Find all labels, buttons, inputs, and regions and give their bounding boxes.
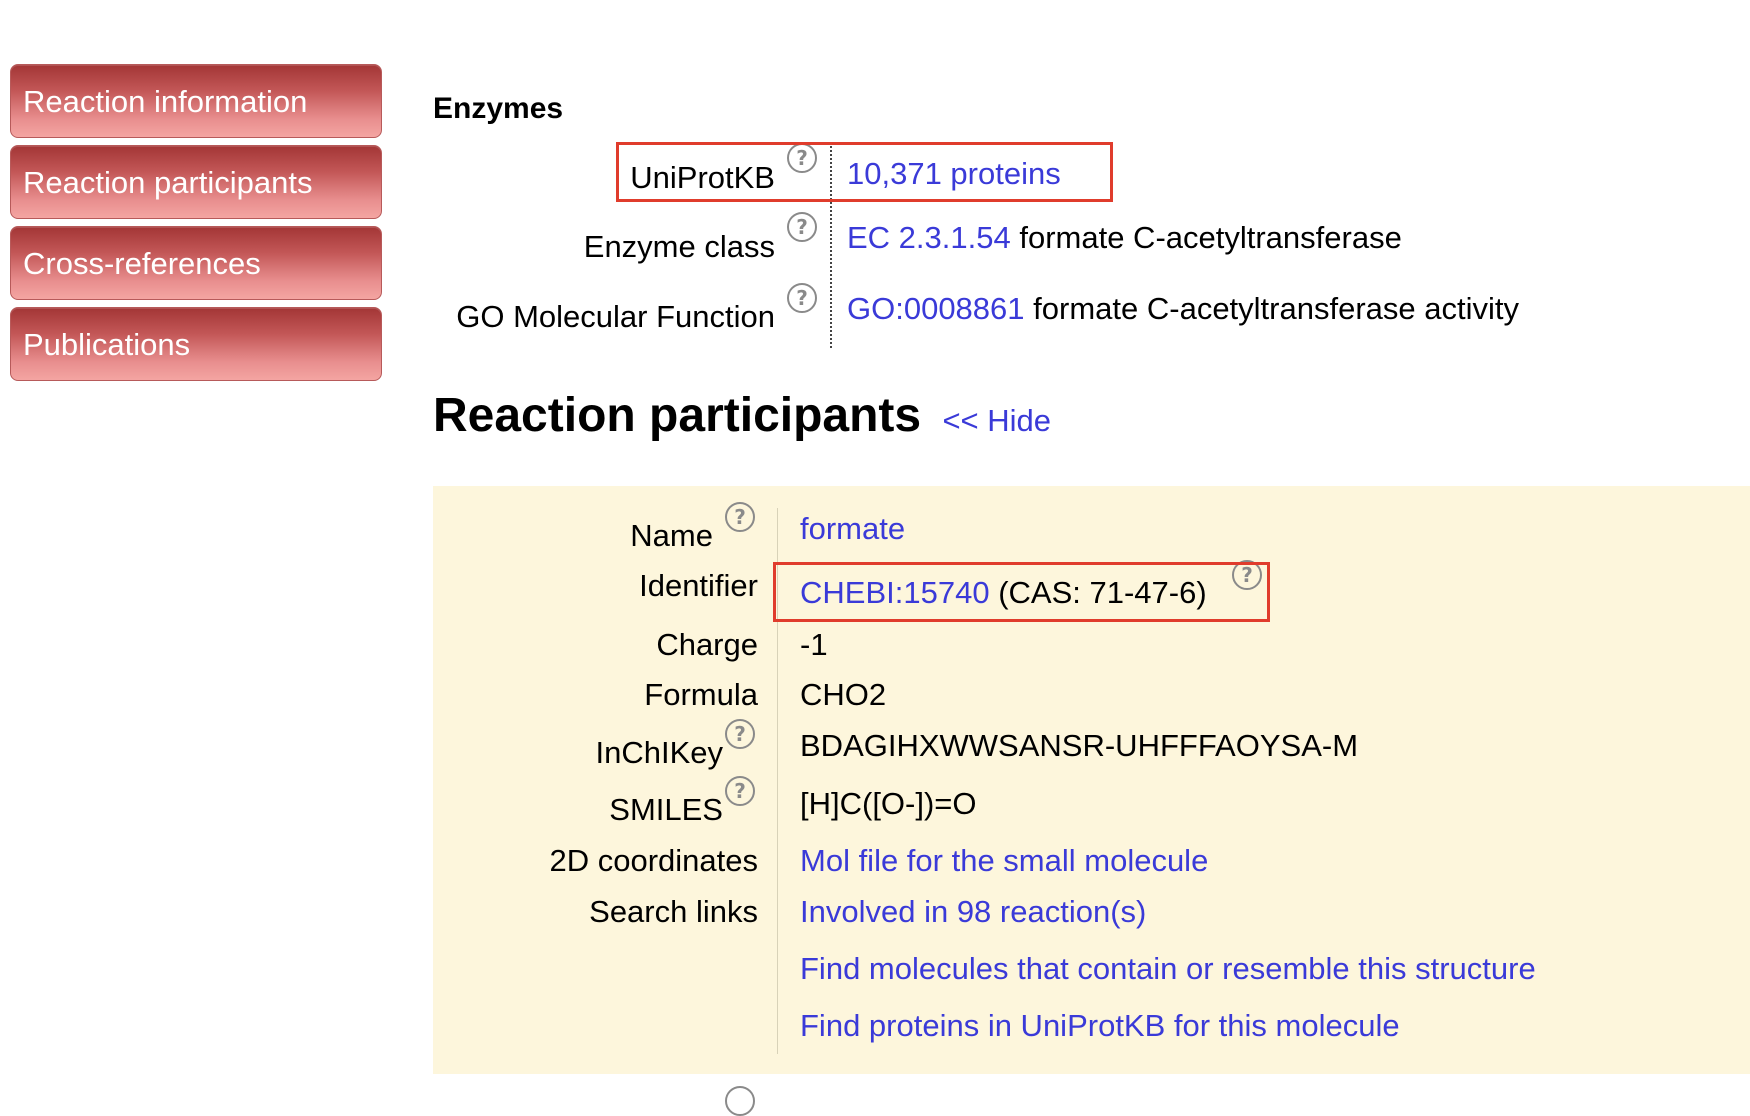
- coords-label: 2D coordinates: [549, 843, 758, 878]
- similar-structure-link[interactable]: Find molecules that contain or resemble …: [800, 951, 1536, 986]
- mol-file-link[interactable]: Mol file for the small molecule: [800, 843, 1209, 878]
- go-function-label: GO Molecular Function: [456, 299, 775, 334]
- smiles-help-icon[interactable]: ?: [725, 776, 755, 806]
- inchikey-label: InChIKey: [595, 735, 723, 770]
- search-link-structure: Find molecules that contain or resemble …: [800, 951, 1536, 987]
- coords-value: Mol file for the small molecule: [800, 843, 1208, 879]
- name-label: Name: [630, 518, 713, 553]
- identifier-highlight-box: [773, 562, 1270, 622]
- enzyme-class-help-icon[interactable]: ?: [787, 212, 817, 242]
- sidebar-item-cross-references[interactable]: Cross-references: [10, 226, 382, 300]
- smiles-label: SMILES: [609, 792, 723, 827]
- charge-label: Charge: [656, 627, 758, 662]
- sidebar-item-reaction-participants[interactable]: Reaction participants: [10, 145, 382, 219]
- sidebar: Reaction information Reaction participan…: [10, 64, 382, 388]
- name-value: formate: [800, 511, 905, 547]
- uniprot-molecule-link[interactable]: Find proteins in UniProtKB for this mole…: [800, 1008, 1400, 1043]
- cut-off-help-icon[interactable]: [725, 1086, 755, 1116]
- enzyme-class-name: formate C-acetyltransferase: [1019, 220, 1402, 255]
- enzyme-class-value: EC 2.3.1.54 formate C-acetyltransferase: [847, 220, 1402, 256]
- identifier-label: Identifier: [639, 568, 758, 603]
- identifier-value: CHEBI:15740 (CAS: 71-47-6): [800, 575, 1207, 611]
- formula-label: Formula: [644, 677, 758, 712]
- enzyme-class-label: Enzyme class: [583, 229, 775, 264]
- enzymes-divider: [830, 142, 832, 348]
- cas-number: (CAS: 71-47-6): [998, 575, 1207, 610]
- enzymes-heading: Enzymes: [433, 92, 564, 125]
- go-function-help-icon[interactable]: ?: [787, 283, 817, 313]
- name-help-icon[interactable]: ?: [725, 502, 755, 532]
- search-links-label: Search links: [589, 894, 758, 929]
- hide-link[interactable]: << Hide: [942, 403, 1052, 438]
- identifier-help-icon[interactable]: ?: [1232, 560, 1262, 590]
- search-link-uniprot: Find proteins in UniProtKB for this mole…: [800, 1008, 1400, 1044]
- smiles-value: [H]C([O-])=O: [800, 786, 977, 821]
- charge-value: -1: [800, 627, 828, 662]
- search-link-reactions: Involved in 98 reaction(s): [800, 894, 1146, 930]
- uniprotkb-label: UniProtKB: [630, 160, 775, 195]
- go-term-name: formate C-acetyltransferase activity: [1033, 291, 1519, 326]
- sidebar-item-reaction-information[interactable]: Reaction information: [10, 64, 382, 138]
- reaction-participants-heading: Reaction participants << Hide: [433, 388, 1051, 443]
- formate-link[interactable]: formate: [800, 511, 906, 546]
- go-term-link[interactable]: GO:0008861: [847, 291, 1025, 326]
- formula-value: CHO2: [800, 677, 887, 712]
- chebi-link[interactable]: CHEBI:15740: [800, 575, 990, 610]
- sidebar-item-publications[interactable]: Publications: [10, 307, 382, 381]
- uniprotkb-proteins-link[interactable]: 10,371 proteins: [847, 156, 1061, 191]
- participant-divider: [777, 508, 778, 1054]
- inchikey-value: BDAGIHXWWSANSR-UHFFFAOYSA-M: [800, 728, 1359, 763]
- ec-number-link[interactable]: EC 2.3.1.54: [847, 220, 1011, 255]
- reaction-participants-title: Reaction participants: [433, 389, 922, 442]
- uniprotkb-highlight-box: [616, 142, 1113, 202]
- inchikey-help-icon[interactable]: ?: [725, 719, 755, 749]
- involved-reactions-link[interactable]: Involved in 98 reaction(s): [800, 894, 1147, 929]
- uniprotkb-value: 10,371 proteins: [847, 156, 1061, 192]
- go-function-value: GO:0008861 formate C-acetyltransferase a…: [847, 291, 1519, 327]
- participant-panel: [433, 486, 1750, 1074]
